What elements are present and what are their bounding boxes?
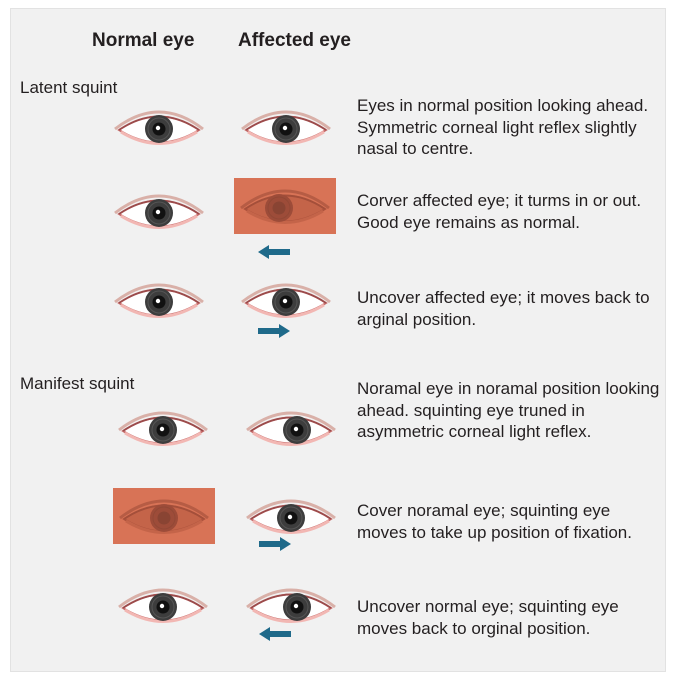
description-manifest-1: Noramal eye in noramal position looking …: [357, 378, 665, 443]
arrow-left-icon: [257, 627, 293, 641]
description-latent-3: Uncover affected eye; it moves back to a…: [357, 287, 657, 330]
header-affected-eye: Affected eye: [238, 30, 351, 52]
description-latent-1: Eyes in normal position looking ahead. S…: [357, 95, 657, 160]
eye-icon: [116, 486, 212, 546]
description-manifest-3: Uncover normal eye; squinting eye moves …: [357, 596, 657, 639]
section-manifest-squint: Manifest squint: [20, 374, 134, 394]
eye-icon: [115, 398, 211, 458]
eye-icon: [115, 575, 211, 635]
eye-icon: [237, 176, 333, 236]
cover-patch: [113, 488, 215, 544]
arrow-right-icon: [256, 324, 292, 338]
arrow-left-icon: [256, 245, 292, 259]
eye-icon: [111, 97, 207, 157]
eye-icon: [111, 181, 207, 241]
arrow-right-icon: [257, 537, 293, 551]
header-normal-eye: Normal eye: [92, 30, 194, 52]
cover-patch: [234, 178, 336, 234]
eye-icon: [243, 398, 339, 458]
eye-icon: [243, 575, 339, 635]
eye-icon: [238, 97, 334, 157]
eye-icon: [111, 270, 207, 330]
eye-icon: [238, 270, 334, 330]
description-manifest-2: Cover noramal eye; squinting eye moves t…: [357, 500, 657, 543]
section-latent-squint: Latent squint: [20, 78, 117, 98]
description-latent-2: Corver affected eye; it turms in or out.…: [357, 190, 657, 233]
